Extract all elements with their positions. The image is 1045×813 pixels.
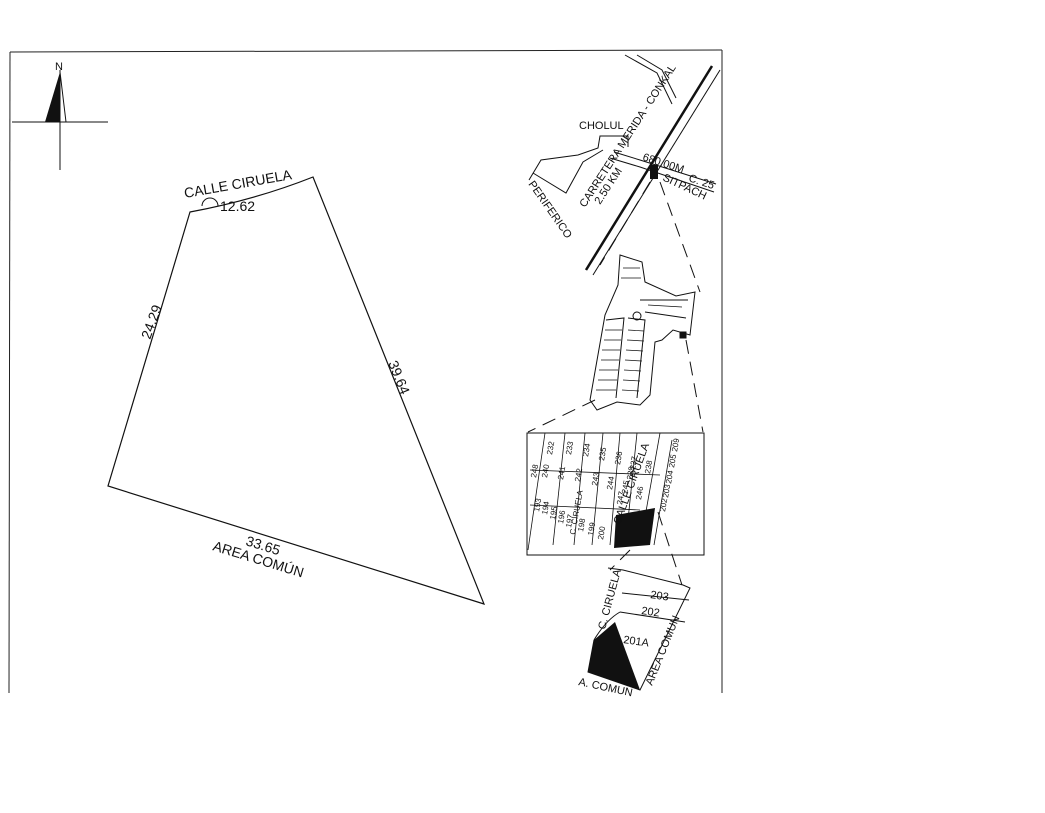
lot-number: 196 xyxy=(556,509,567,524)
lot-number: 243 xyxy=(590,471,601,486)
lot-number: 233 xyxy=(564,440,575,455)
lot-number: 199 xyxy=(586,521,597,536)
ring-road-label: PERIFERICO xyxy=(526,179,575,241)
lot-number: 195 xyxy=(548,505,559,520)
location-map: CHOLUL CARRETERA MERIDA - CONKAL 680.00M… xyxy=(526,54,721,276)
arc-length-label: 12.62 xyxy=(220,198,255,214)
lot-number: 241 xyxy=(556,465,567,480)
town-label: CHOLUL xyxy=(579,120,624,132)
lot-number: 242 xyxy=(573,467,584,482)
subdivision-overview xyxy=(589,254,696,411)
road-name-label: CARRETERA MERIDA - CONKAL xyxy=(577,63,678,210)
subject-lot-marker xyxy=(614,508,655,548)
lot-number: 203 xyxy=(661,483,672,498)
lot-number: 198 xyxy=(576,517,587,532)
lot-number: 194 xyxy=(540,500,551,515)
arc-symbol-icon xyxy=(201,197,219,207)
west-side-label: 24.29 xyxy=(138,302,165,341)
lot-number: 245 xyxy=(620,479,631,494)
east-common-area-label: AREA COMUN xyxy=(644,614,683,687)
lot-number: 232 xyxy=(545,440,556,455)
drawing-frame xyxy=(8,49,723,694)
north-arrow-icon: N xyxy=(12,61,108,170)
zoom-connectors xyxy=(527,181,704,586)
lot-number: 193 xyxy=(532,497,543,512)
block-detail: 248 232 240 233 241 234 235 242 236 243 … xyxy=(526,432,705,556)
lot-boundary xyxy=(107,176,486,605)
lot-number: 205 xyxy=(667,453,678,468)
lot-number: 236 xyxy=(613,450,624,465)
lot-detail-street-label: C. CIRUELA xyxy=(596,567,624,630)
lot-201a-label: 201A xyxy=(623,634,651,650)
lot-202-label: 202 xyxy=(641,605,661,619)
main-lot: CALLE CIRUELA 12.62 24.29 39.64 33.65 AR… xyxy=(107,166,486,605)
lot-number: 197 xyxy=(564,513,575,528)
lot-number: 200 xyxy=(596,525,607,540)
north-street-label: CALLE CIRUELA xyxy=(183,166,294,201)
lot-number: 202 xyxy=(658,497,669,512)
lot-number: 244 xyxy=(605,475,616,490)
lot-number: 234 xyxy=(581,442,592,457)
lot-number: 246 xyxy=(634,485,645,500)
lot-number: 204 xyxy=(664,469,675,484)
lot-number: 239 xyxy=(625,465,636,480)
east-side-label: 39.64 xyxy=(385,358,413,397)
north-label: N xyxy=(55,61,63,73)
lot-number: 235 xyxy=(597,446,608,461)
site-location-marker xyxy=(650,165,658,179)
lot-203-label: 203 xyxy=(650,589,670,603)
lot-number: 247 xyxy=(615,490,626,505)
lot-number: 248 xyxy=(529,463,540,478)
lot-detail: C. CIRUELA 203 202 201A AREA COMUN A. CO… xyxy=(577,567,691,699)
lot-number: 238 xyxy=(643,459,654,474)
subject-lot-marker-detail xyxy=(588,622,640,690)
lot-number: 237 xyxy=(628,455,639,470)
lot-number: 240 xyxy=(540,463,551,478)
lot-number: 209 xyxy=(670,437,681,452)
